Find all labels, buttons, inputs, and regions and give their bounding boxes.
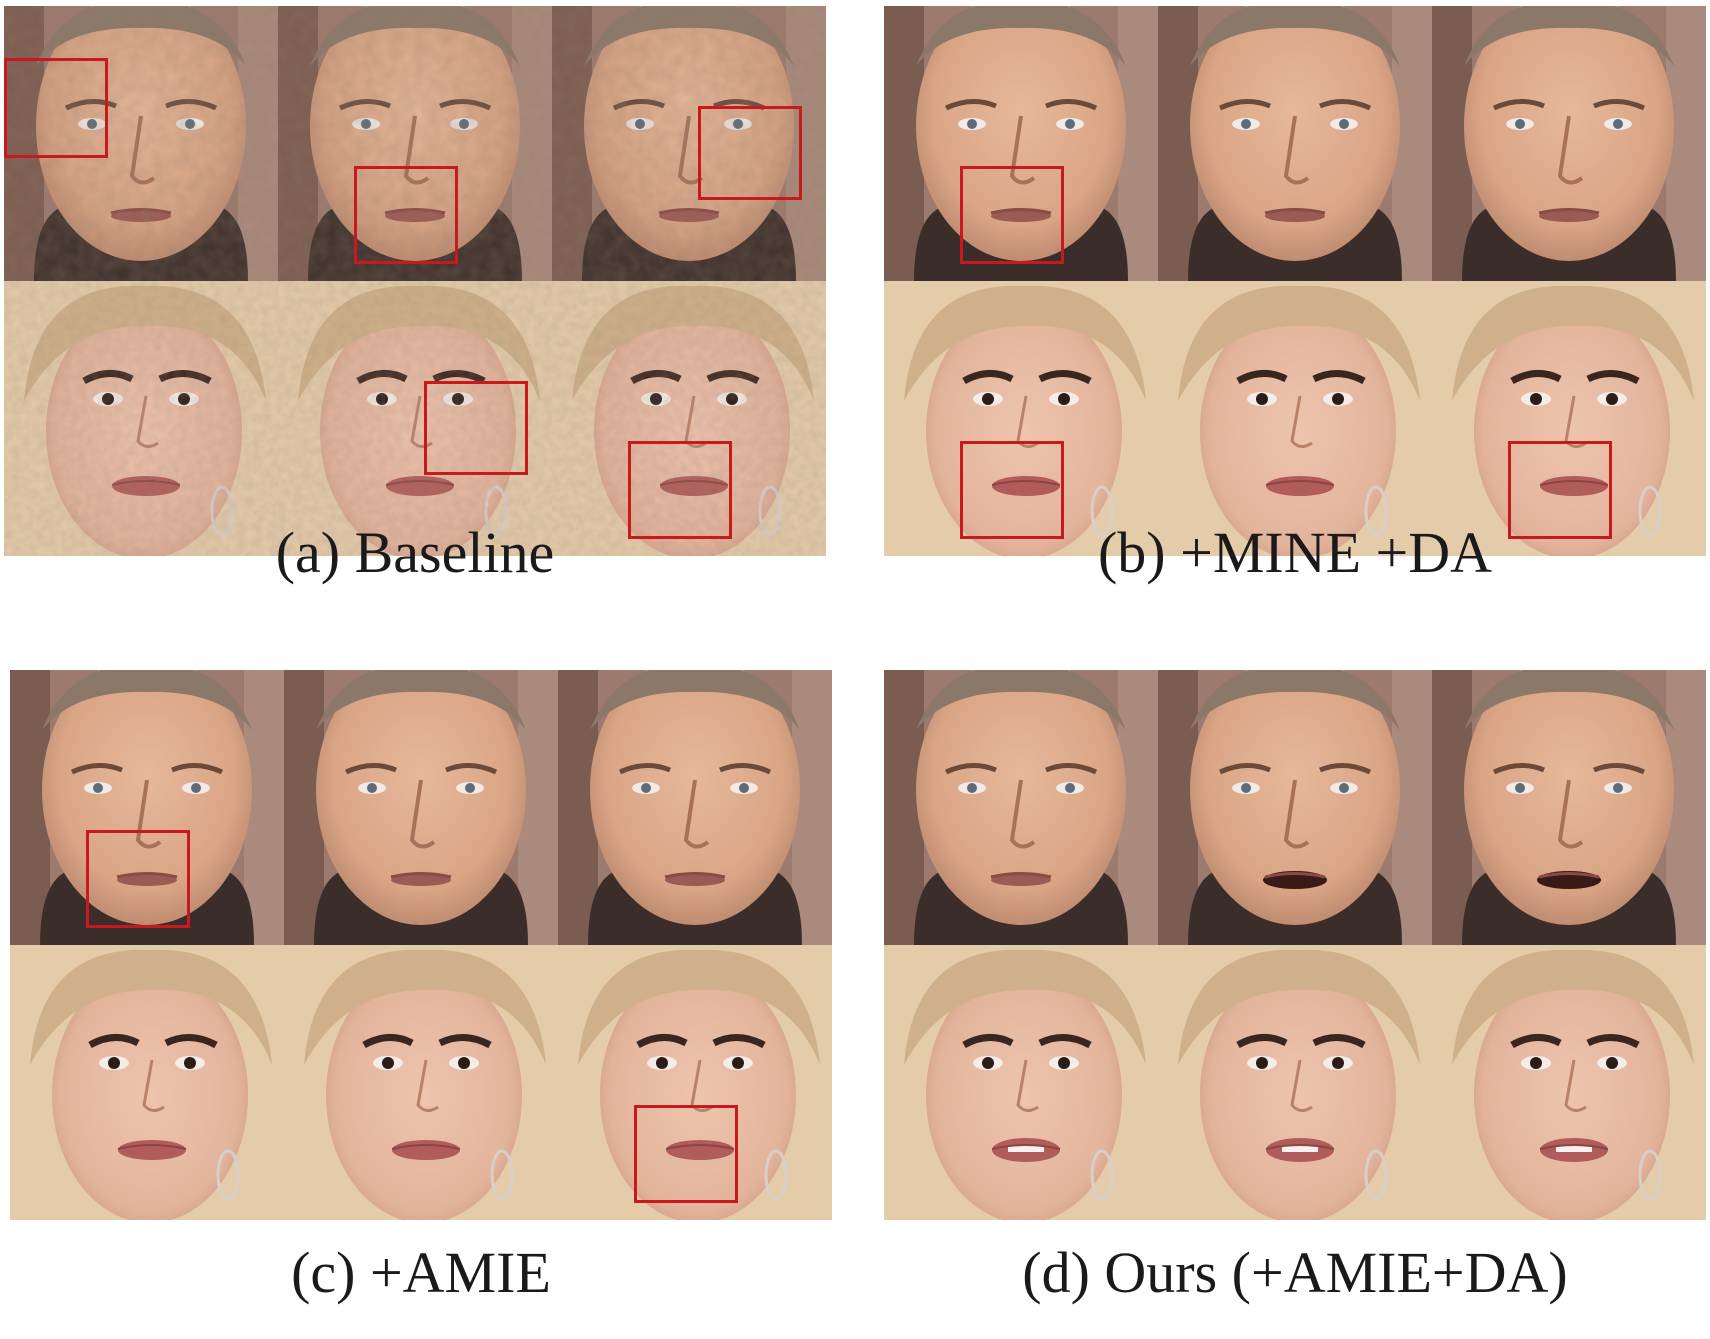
face-grid [884, 670, 1706, 1220]
woman-face-image [884, 945, 1158, 1220]
man-face-image [4, 6, 278, 281]
man-face-image [1158, 670, 1432, 945]
man-face-image [1432, 670, 1706, 945]
woman-face-image [10, 945, 284, 1220]
man-face-image [1432, 6, 1706, 281]
man-face-image [884, 670, 1158, 945]
face-grid [4, 6, 826, 556]
panel-caption: (a) Baseline [275, 520, 555, 585]
panel-ours: (d) Ours (+AMIE+DA) [884, 670, 1706, 1302]
woman-face-image [1432, 945, 1706, 1220]
man-face-image [278, 6, 552, 281]
woman-face-image [1158, 281, 1432, 556]
panel-baseline: (a) Baseline [4, 6, 826, 582]
man-face-image [1158, 6, 1432, 281]
panel-amie: (c) +AMIE [10, 670, 832, 1302]
woman-face-image [4, 281, 278, 556]
woman-face-image [1158, 945, 1432, 1220]
highlight-box [698, 106, 802, 200]
panel-caption: (d) Ours (+AMIE+DA) [1022, 1240, 1568, 1305]
face-grid [10, 670, 832, 1220]
panel-mine-da: (b) +MINE +DA [884, 6, 1706, 582]
woman-face-image [558, 945, 832, 1220]
woman-face-image [1432, 281, 1706, 556]
woman-face-image [884, 281, 1158, 556]
highlight-box [960, 166, 1064, 264]
highlight-box [354, 166, 458, 264]
man-face-image [558, 670, 832, 945]
man-face-image [10, 670, 284, 945]
man-face-image [284, 670, 558, 945]
highlight-box [1508, 441, 1612, 539]
panel-caption: (b) +MINE +DA [1097, 520, 1493, 585]
highlight-box [424, 381, 528, 475]
panel-caption: (c) +AMIE [291, 1240, 551, 1305]
highlight-box [86, 830, 190, 928]
woman-face-image [284, 945, 558, 1220]
highlight-box [634, 1105, 738, 1203]
woman-face-image [278, 281, 552, 556]
highlight-box [628, 441, 732, 539]
man-face-image [552, 6, 826, 281]
face-grid [884, 6, 1706, 556]
man-face-image [884, 6, 1158, 281]
highlight-box [4, 58, 108, 158]
woman-face-image [552, 281, 826, 556]
highlight-box [960, 441, 1064, 539]
